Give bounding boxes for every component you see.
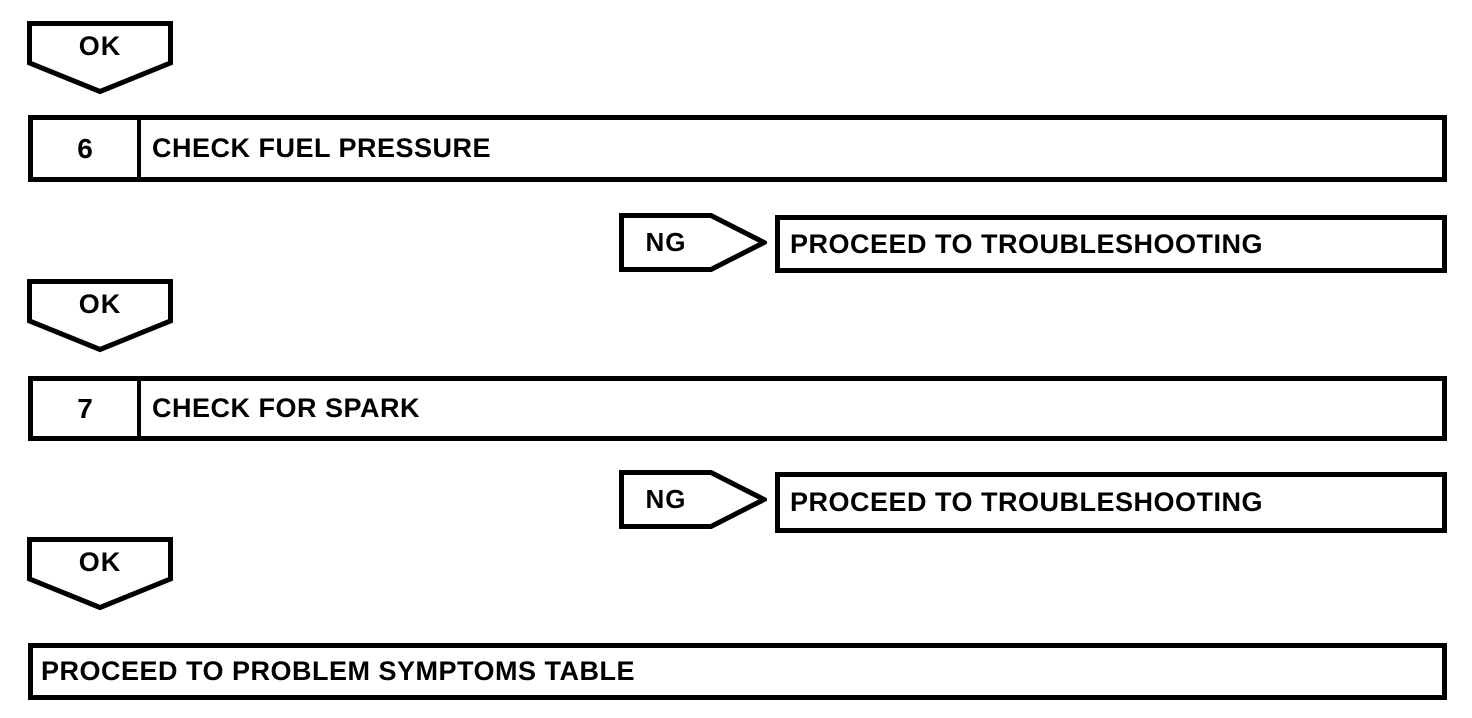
ng-arrow-right-icon bbox=[619, 470, 767, 529]
ok-label: OK bbox=[78, 31, 122, 61]
ng-arrow: NG bbox=[619, 470, 767, 530]
final-step-box: PROCEED TO PROBLEM SYMPTOMS TABLE bbox=[28, 643, 1447, 700]
ok-label: OK bbox=[78, 547, 122, 577]
step-title: CHECK FUEL PRESSURE bbox=[152, 133, 492, 163]
branch-result-label: PROCEED TO TROUBLESHOOTING bbox=[790, 228, 1264, 259]
branch-result-box: PROCEED TO TROUBLESHOOTING bbox=[775, 215, 1447, 273]
branch-result-box: PROCEED TO TROUBLESHOOTING bbox=[775, 472, 1447, 533]
step-title: CHECK FOR SPARK bbox=[152, 393, 421, 423]
ok-arrow-down-icon bbox=[27, 537, 173, 611]
ok-arrow-down-icon bbox=[27, 21, 173, 95]
final-step-label: PROCEED TO PROBLEM SYMPTOMS TABLE bbox=[41, 656, 636, 686]
ok-connector: OK bbox=[27, 279, 173, 353]
ng-label: NG bbox=[645, 484, 687, 514]
ok-connector: OK bbox=[27, 21, 173, 95]
ok-connector: OK bbox=[27, 537, 173, 611]
branch-result-label: PROCEED TO TROUBLESHOOTING bbox=[790, 487, 1264, 517]
step-number: 7 bbox=[33, 381, 141, 436]
ng-arrow: NG bbox=[619, 213, 767, 273]
ok-arrow-down-icon bbox=[27, 279, 173, 353]
ng-arrow-right-icon bbox=[619, 213, 767, 272]
ng-label: NG bbox=[645, 227, 687, 257]
ok-label: OK bbox=[78, 289, 122, 319]
step-box-6: 6 CHECK FUEL PRESSURE bbox=[28, 115, 1447, 182]
step-box-7: 7 CHECK FOR SPARK bbox=[28, 376, 1447, 441]
step-number: 6 bbox=[33, 120, 141, 177]
